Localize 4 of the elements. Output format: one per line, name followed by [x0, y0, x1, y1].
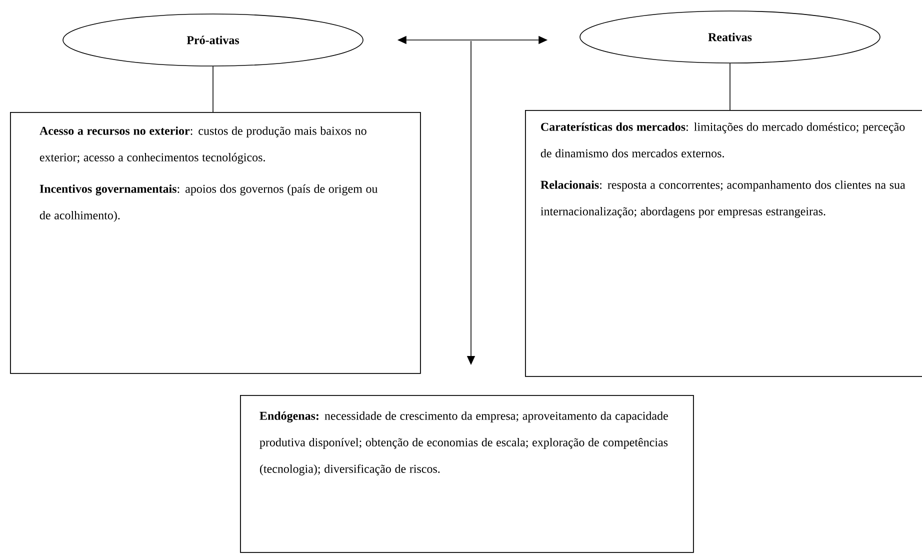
- connector-line: [212, 66, 214, 112]
- text-box: Acesso a recursos no exterior: custos de produção mais baixos no exterior; acesso a conhecimentos tecnológicos. Incentivos governamentais: apoios dos governos (país de origem ou de acolhimento).: [10, 112, 421, 374]
- text-box: Endógenas: necessidade de crescimento da empresa; aproveitamento da capacidade produtiva disponível; obtenção de economias de escala; exploração de competências (tecnologia); diversificação de riscos.: [240, 395, 694, 553]
- text-box: Caraterísticas dos mercados: limitações do mercado doméstico; perceção de dinamismo dos mercados externos. Relacionais: resposta a concorrentes; acompanhamento dos clientes na sua internacionalização; abordagens por empresas estrangeiras.: [525, 110, 922, 377]
